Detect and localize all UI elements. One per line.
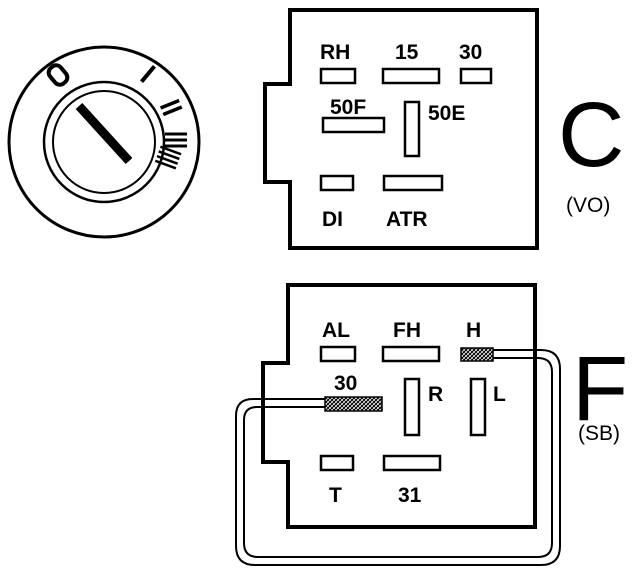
- switch-position-iii: [165, 132, 187, 148]
- pin-31: [382, 454, 442, 472]
- connector-f-letter: F: [572, 338, 628, 440]
- connector-c: RH 15 30 50F 50E DI ATR C (VO): [263, 8, 624, 250]
- jumper-wire-outer: [235, 349, 561, 566]
- connector-c-code: (VO): [566, 194, 610, 217]
- ignition-switch: 0: [0, 0, 201, 239]
- pin-50e: [403, 100, 421, 158]
- pin-label-fh: FH: [393, 319, 421, 342]
- pin-fh: [381, 345, 441, 363]
- switch-position-i: [140, 65, 156, 83]
- pin-label-50f: 50F: [330, 96, 366, 119]
- pin-label-atr: ATR: [386, 208, 428, 231]
- pin-label-30: 30: [334, 372, 357, 395]
- pin-t: [319, 454, 355, 472]
- pin-15: [381, 67, 441, 85]
- pin-rh: [319, 67, 357, 85]
- switch-position-0: [46, 63, 70, 87]
- connector-c-letter: C: [558, 84, 624, 186]
- connector-f: AL FH H 30 R L T 31 F (SB): [235, 283, 628, 566]
- pin-label-l: L: [493, 383, 506, 406]
- connector-f-code: (SB): [578, 422, 620, 445]
- pin-label-15: 15: [395, 41, 419, 64]
- pin-l: [469, 377, 487, 437]
- switch-key-slot: [75, 102, 133, 165]
- switch-position-ii: [159, 98, 183, 117]
- pin-label-50e: 50E: [428, 102, 465, 125]
- switch-position-0-label: 0: [0, 0, 1, 1]
- pin-label-al: AL: [322, 319, 350, 342]
- pin-50f: [321, 116, 386, 134]
- pin-label-t: T: [329, 484, 342, 507]
- pin-r: [403, 377, 421, 437]
- pin-di: [319, 174, 355, 192]
- pin-label-h: H: [466, 319, 481, 342]
- pin-30: [459, 67, 493, 85]
- pin-label-r: R: [428, 383, 443, 406]
- pin-atr: [382, 174, 444, 192]
- pin-label-rh: RH: [320, 41, 350, 64]
- switch-position-start: [154, 145, 182, 170]
- pin-h: [460, 347, 494, 362]
- pin-label-di: DI: [322, 208, 343, 231]
- jumper-wire-inner: [243, 357, 553, 558]
- pin-label-31: 31: [398, 484, 422, 507]
- pin-label-30: 30: [459, 41, 482, 64]
- switch-key-barrel: [52, 90, 156, 194]
- pin-30: [324, 396, 383, 412]
- pin-al: [319, 345, 357, 363]
